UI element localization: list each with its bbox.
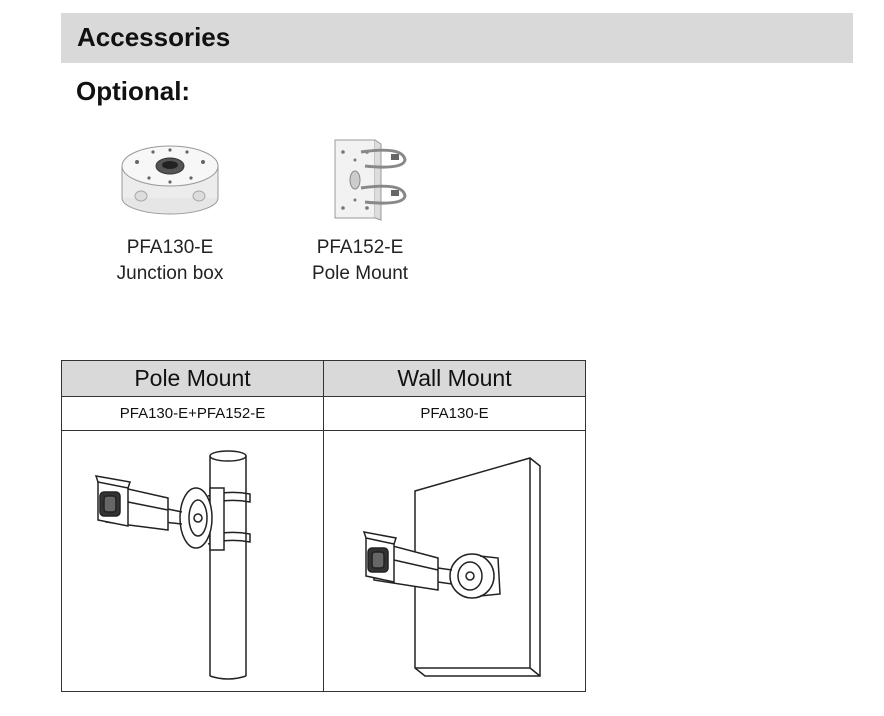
optional-heading: Optional: (76, 76, 191, 106)
header-wall-mount: Wall Mount (323, 360, 586, 397)
section-title: Accessories (77, 22, 231, 52)
mount-table-code-row: PFA130-E+PFA152-E PFA130-E (61, 396, 586, 431)
header-pole-mount: Pole Mount (61, 360, 324, 397)
wall-mount-illustration-cell (323, 430, 586, 692)
accessory-model: PFA152-E (316, 237, 404, 258)
pole-mount-illustration-cell (61, 430, 324, 692)
accessory-description: Pole Mount (311, 263, 409, 284)
pole-mounted-camera-illustration (94, 450, 251, 680)
mount-table-header-row: Pole Mount Wall Mount (61, 360, 586, 397)
junction-box-icon (121, 145, 219, 215)
wall-mount-code: PFA130-E (323, 396, 586, 431)
accessory-description: Junction box (116, 263, 224, 284)
accessory-junction-box: PFA130-E Junction box (95, 130, 245, 287)
accessory-pole-mount: PFA152-E Pole Mount (285, 130, 435, 287)
pole-mount-code: PFA130-E+PFA152-E (61, 396, 324, 431)
wall-mounted-camera-illustration (362, 457, 541, 677)
pole-mount-bracket-icon (334, 139, 407, 221)
mount-table-illustration-row (61, 430, 586, 692)
mount-table: Pole Mount Wall Mount PFA130-E+PFA152-E … (61, 360, 586, 692)
accessory-model: PFA130-E (126, 237, 214, 258)
section-header-bar: Accessories (61, 13, 853, 63)
